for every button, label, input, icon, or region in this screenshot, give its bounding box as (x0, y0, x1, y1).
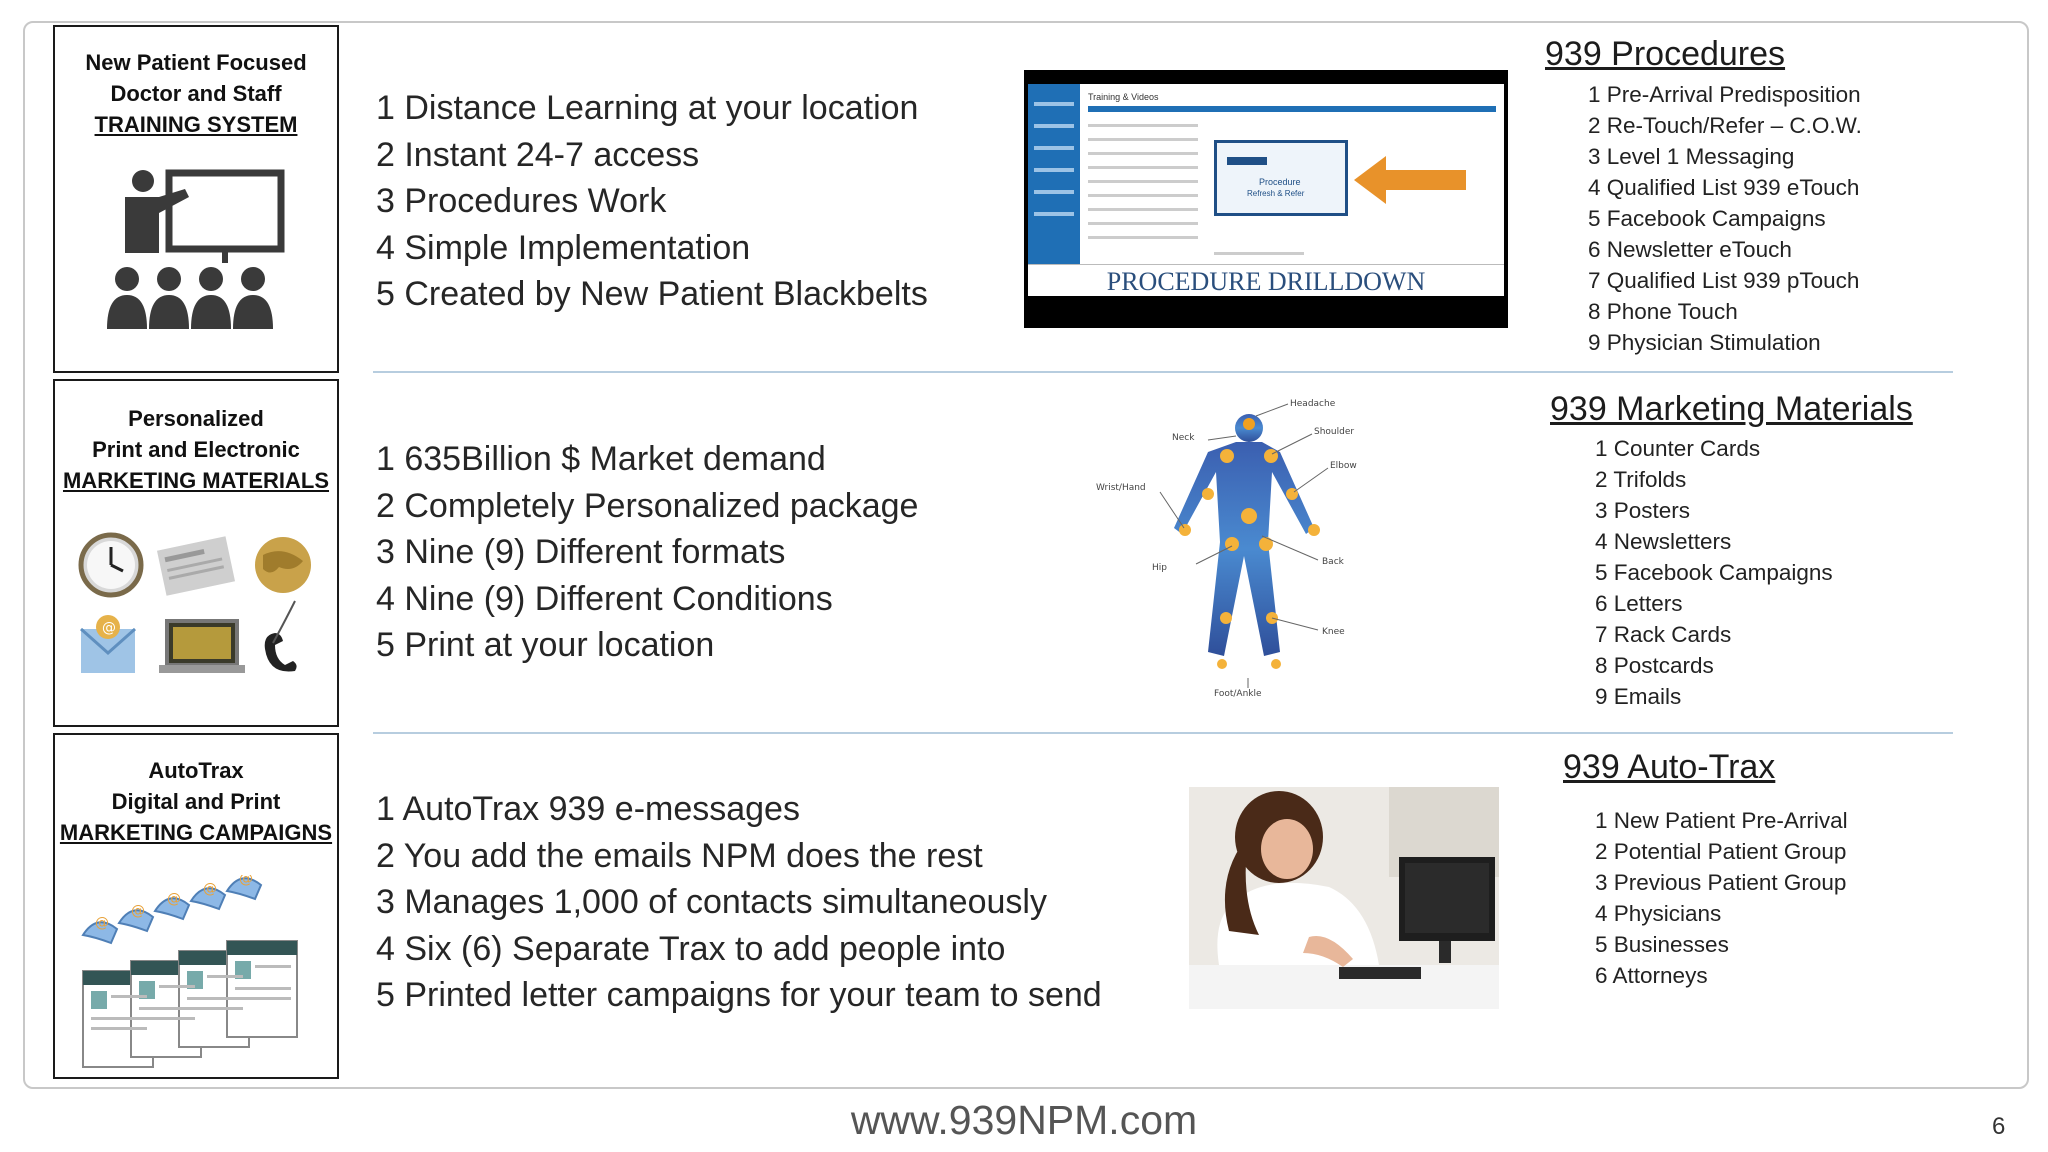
list-item: 4 Nine (9) Different Conditions (376, 579, 833, 618)
training-box-title: New Patient Focused Doctor and Staff TRA… (85, 50, 307, 137)
list-item: 5 Print at your location (376, 626, 715, 664)
label-hip: Hip (1152, 563, 1167, 573)
list-item: 3 Nine (9) Different formats (376, 533, 786, 571)
training-bullets: 1 Distance Learning at your location 2 I… (376, 85, 928, 318)
list-item: 8 Postcards (1595, 653, 1714, 678)
label-shoulder: Shoulder (1314, 427, 1354, 437)
campaigns-box-title: AutoTrax Digital and Print MARKETING CAM… (59, 758, 333, 845)
marketing-materials-heading: 939 Marketing Materials (1550, 390, 1913, 428)
list-item: 3 Level 1 Messaging (1588, 144, 1795, 169)
svg-text:@: @ (102, 620, 116, 636)
slide-frame (23, 21, 2029, 1089)
autotrax-list: 1 New Patient Pre-Arrival 2 Potential Pa… (1595, 805, 1848, 991)
list-item: 5 Facebook Campaigns (1595, 560, 1833, 585)
office-photo-illustration (1189, 787, 1499, 1009)
list-item: 4 Qualified List 939 eTouch (1588, 175, 1860, 200)
arrow-left-icon (1354, 156, 1466, 204)
list-item: 3 Previous Patient Group (1595, 870, 1847, 895)
list-item: 7 Qualified List 939 pTouch (1588, 268, 1860, 293)
procedure-drilldown-screenshot: Training & Videos Procedure Refresh & Re… (1024, 70, 1508, 328)
list-item: 4 Six (6) Separate Trax to add people in… (376, 929, 1006, 968)
section-divider (373, 371, 1953, 373)
marketing-materials-box: Personalized Print and Electronic MARKET… (53, 379, 339, 727)
list-item: 5 Printed letter campaigns for your team… (376, 976, 1102, 1014)
svg-text:@: @ (131, 903, 145, 919)
label-headache: Headache (1290, 399, 1336, 409)
autotrax-bullets: 1 AutoTrax 939 e-messages 2 You add the … (376, 786, 1102, 1019)
svg-text:@: @ (167, 891, 181, 907)
label-wrist-hand: Wrist/Hand (1096, 483, 1146, 493)
list-item: 6 Letters (1595, 591, 1683, 616)
list-item: 5 Facebook Campaigns (1588, 206, 1826, 231)
list-item: 2 Completely Personalized package (376, 486, 919, 525)
training-system-box: New Patient Focused Doctor and Staff TRA… (53, 25, 339, 373)
list-item: 4 Physicians (1595, 901, 1722, 926)
marketing-box-title: Personalized Print and Electronic MARKET… (62, 406, 330, 493)
list-item: 2 Instant 24-7 access (376, 135, 700, 174)
list-item: 9 Physician Stimulation (1588, 330, 1821, 355)
list-item: 6 Newsletter eTouch (1588, 237, 1792, 262)
list-item: 5 Created by New Patient Blackbelts (376, 275, 928, 313)
list-item: 1 635Billion $ Market demand (376, 440, 826, 478)
list-item: 5 Businesses (1595, 932, 1729, 957)
marketing-materials-icon: @ (78, 532, 311, 673)
label-knee: Knee (1322, 627, 1345, 637)
list-item: 4 Simple Implementation (376, 228, 751, 267)
email-campaign-icon: @ @ @ @ @ (81, 875, 298, 1068)
section-divider (373, 732, 1953, 734)
list-item: 1 New Patient Pre-Arrival (1595, 808, 1848, 833)
list-item: 7 Rack Cards (1595, 622, 1732, 647)
label-neck: Neck (1172, 433, 1195, 443)
human-body-icon: Headache Neck Shoulder Elbow Wrist/Hand … (1096, 399, 1357, 699)
svg-text:@: @ (239, 875, 253, 887)
list-item: 2 Potential Patient Group (1595, 839, 1847, 864)
procedures-list: 1 Pre-Arrival Predisposition 2 Re-Touch/… (1588, 79, 1862, 358)
label-back: Back (1322, 557, 1345, 567)
label-foot-ankle: Foot/Ankle (1214, 689, 1262, 699)
marketing-materials-list: 1 Counter Cards 2 Trifolds 3 Posters 4 N… (1595, 433, 1833, 712)
list-item: 2 You add the emails NPM does the rest (376, 836, 983, 875)
list-item: 3 Manages 1,000 of contacts simultaneous… (376, 883, 1047, 921)
list-item: 3 Procedures Work (376, 182, 667, 220)
screenshot-tab-label: Training & Videos (1088, 92, 1159, 102)
svg-text:@: @ (95, 915, 109, 931)
list-item: 2 Trifolds (1595, 467, 1687, 492)
list-item: 8 Phone Touch (1588, 299, 1738, 324)
list-item: 9 Emails (1595, 684, 1682, 709)
list-item: 3 Posters (1595, 498, 1691, 523)
body-pain-diagram: Headache Neck Shoulder Elbow Wrist/Hand … (1096, 396, 1386, 706)
list-item: 1 AutoTrax 939 e-messages (376, 790, 800, 828)
marketing-campaigns-box: AutoTrax Digital and Print MARKETING CAM… (53, 733, 339, 1079)
autotrax-heading: 939 Auto-Trax (1563, 748, 1776, 786)
list-item: 6 Attorneys (1595, 963, 1708, 988)
marketing-bullets: 1 635Billion $ Market demand 2 Completel… (376, 436, 918, 669)
list-item: 1 Distance Learning at your location (376, 89, 919, 127)
training-presentation-icon (107, 169, 285, 329)
procedures-heading: 939 Procedures (1545, 35, 1786, 73)
woman-at-computer-photo (1189, 787, 1499, 1009)
page-number: 6 (1992, 1113, 2006, 1140)
footer-url: www.939NPM.com (850, 1097, 1198, 1143)
list-item: 1 Pre-Arrival Predisposition (1588, 82, 1861, 107)
label-elbow: Elbow (1330, 461, 1357, 471)
screenshot-caption: PROCEDURE DRILLDOWN (1106, 267, 1426, 296)
svg-text:@: @ (203, 881, 217, 897)
list-item: 4 Newsletters (1595, 529, 1732, 554)
list-item: 2 Re-Touch/Refer – C.O.W. (1588, 113, 1862, 138)
list-item: 1 Counter Cards (1595, 436, 1761, 461)
